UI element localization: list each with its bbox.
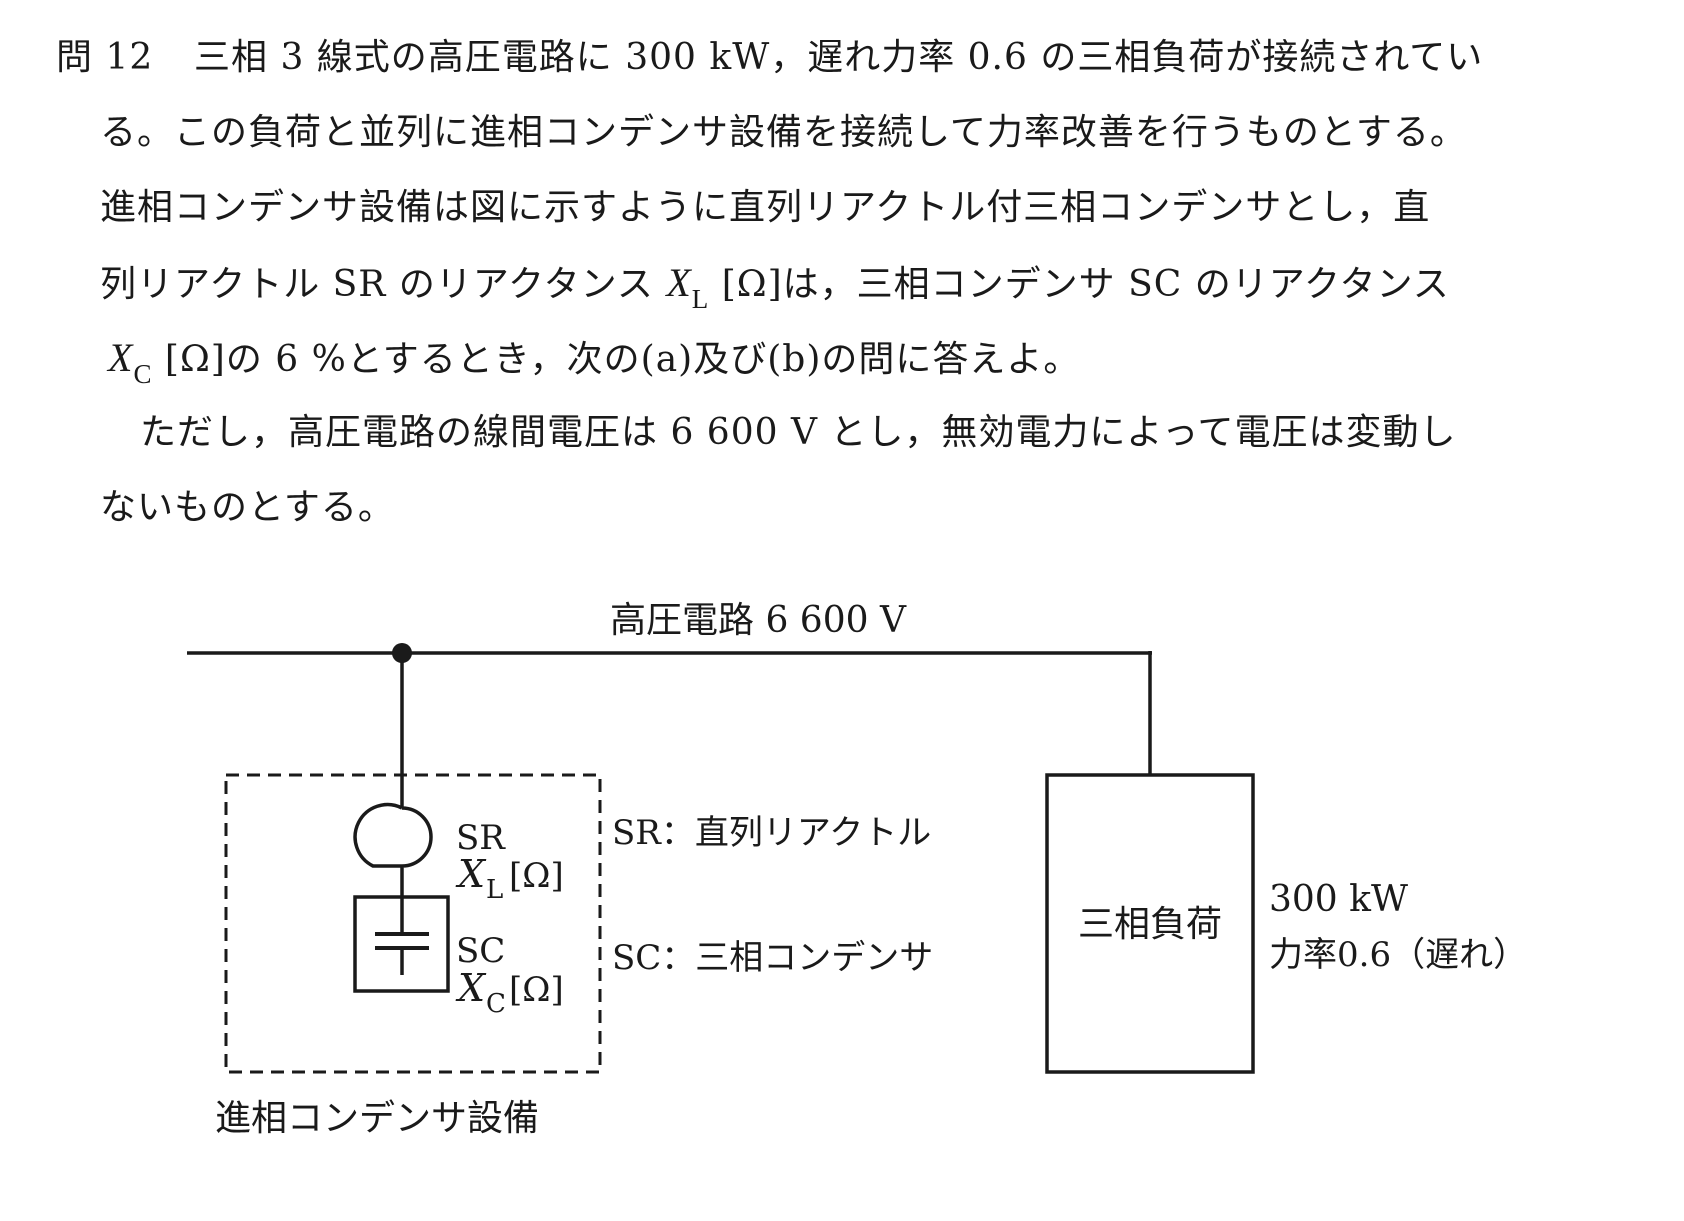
xl-sub: L xyxy=(486,875,503,905)
variable-xc: XC xyxy=(108,335,153,390)
sr-label: SR xyxy=(456,818,506,858)
problem-line-4: 列リアクトル SR のリアクタンス XL [Ω]は，三相コンデンサ SC のリア… xyxy=(100,260,1450,315)
sr-legend: SR：直列リアクトル xyxy=(612,813,931,853)
xl-unit: [Ω] xyxy=(509,856,564,896)
xc-unit: [Ω] xyxy=(509,970,564,1010)
xc-sub: C xyxy=(486,989,506,1019)
load-power-factor: 力率0.6（遅れ） xyxy=(1269,935,1527,975)
load-box xyxy=(1045,773,1255,1074)
xl-var: X xyxy=(455,852,487,896)
sc-label: SC xyxy=(456,931,505,971)
problem-line-3: 進相コンデンサ設備は図に示すように直列リアクトル付三相コンデンサとし，直 xyxy=(100,187,1431,228)
load-power: 300 kW xyxy=(1269,879,1408,920)
sc-legend: SC：三相コンデンサ xyxy=(612,938,933,978)
question-number: 問 12 xyxy=(56,37,154,78)
load-label: 三相負荷 xyxy=(1078,904,1222,945)
equipment-label: 進相コンデンサ設備 xyxy=(215,1098,539,1139)
problem-line-5: XC [Ω]の 6 %とするとき，次の(a)及び(b)の問に答えよ。 xyxy=(108,335,1081,390)
variable-xl: XL xyxy=(666,260,710,315)
problem-line-2: る。この負荷と並列に進相コンデンサ設備を接続して力率改善を行うものとする。 xyxy=(100,112,1467,153)
bus-label: 高圧電路 6 600 V xyxy=(610,600,907,641)
series-reactor-symbol xyxy=(353,802,433,897)
problem-line-7: ないものとする。 xyxy=(100,487,395,528)
problem-line-6: ただし，高圧電路の線間電圧は 6 600 V とし，無効電力によって電圧は変動し xyxy=(140,412,1457,453)
xc-var: X xyxy=(455,966,487,1010)
equipment-boundary xyxy=(224,773,602,1074)
